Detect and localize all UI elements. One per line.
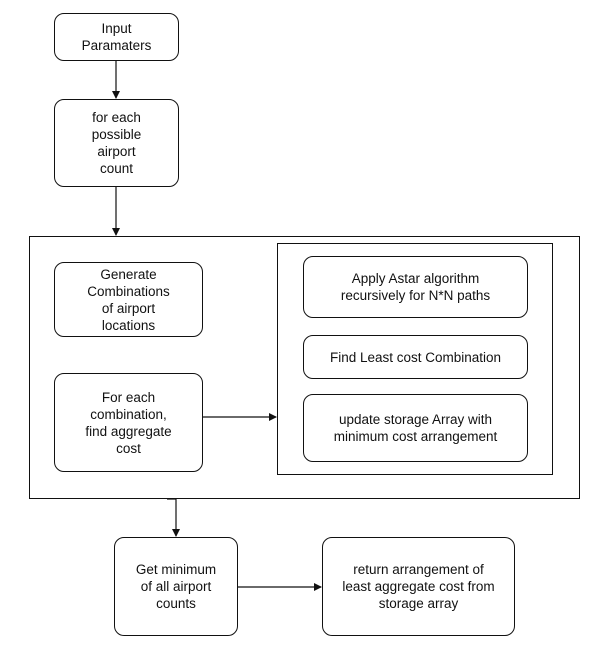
get-minimum-node: Get minimum of all airport counts xyxy=(114,537,238,636)
outer-process-container xyxy=(29,236,580,499)
return-arrangement-node: return arrangement of least aggregate co… xyxy=(322,537,515,636)
update-storage-node: update storage Array with minimum cost a… xyxy=(303,394,528,462)
inner-process-container xyxy=(277,243,553,475)
input-parameters-node: Input Paramaters xyxy=(54,13,179,61)
for-each-combination-node: For each combination, find aggregate cos… xyxy=(54,373,203,472)
generate-combinations-node: Generate Combinations of airport locatio… xyxy=(54,262,203,337)
arrow-container-to-get-minimum xyxy=(167,498,180,537)
for-each-airport-count-node: for each possible airport count xyxy=(54,99,179,187)
find-least-cost-node: Find Least cost Combination xyxy=(303,335,528,379)
apply-astar-node: Apply Astar algorithm recursively for N*… xyxy=(303,256,528,318)
